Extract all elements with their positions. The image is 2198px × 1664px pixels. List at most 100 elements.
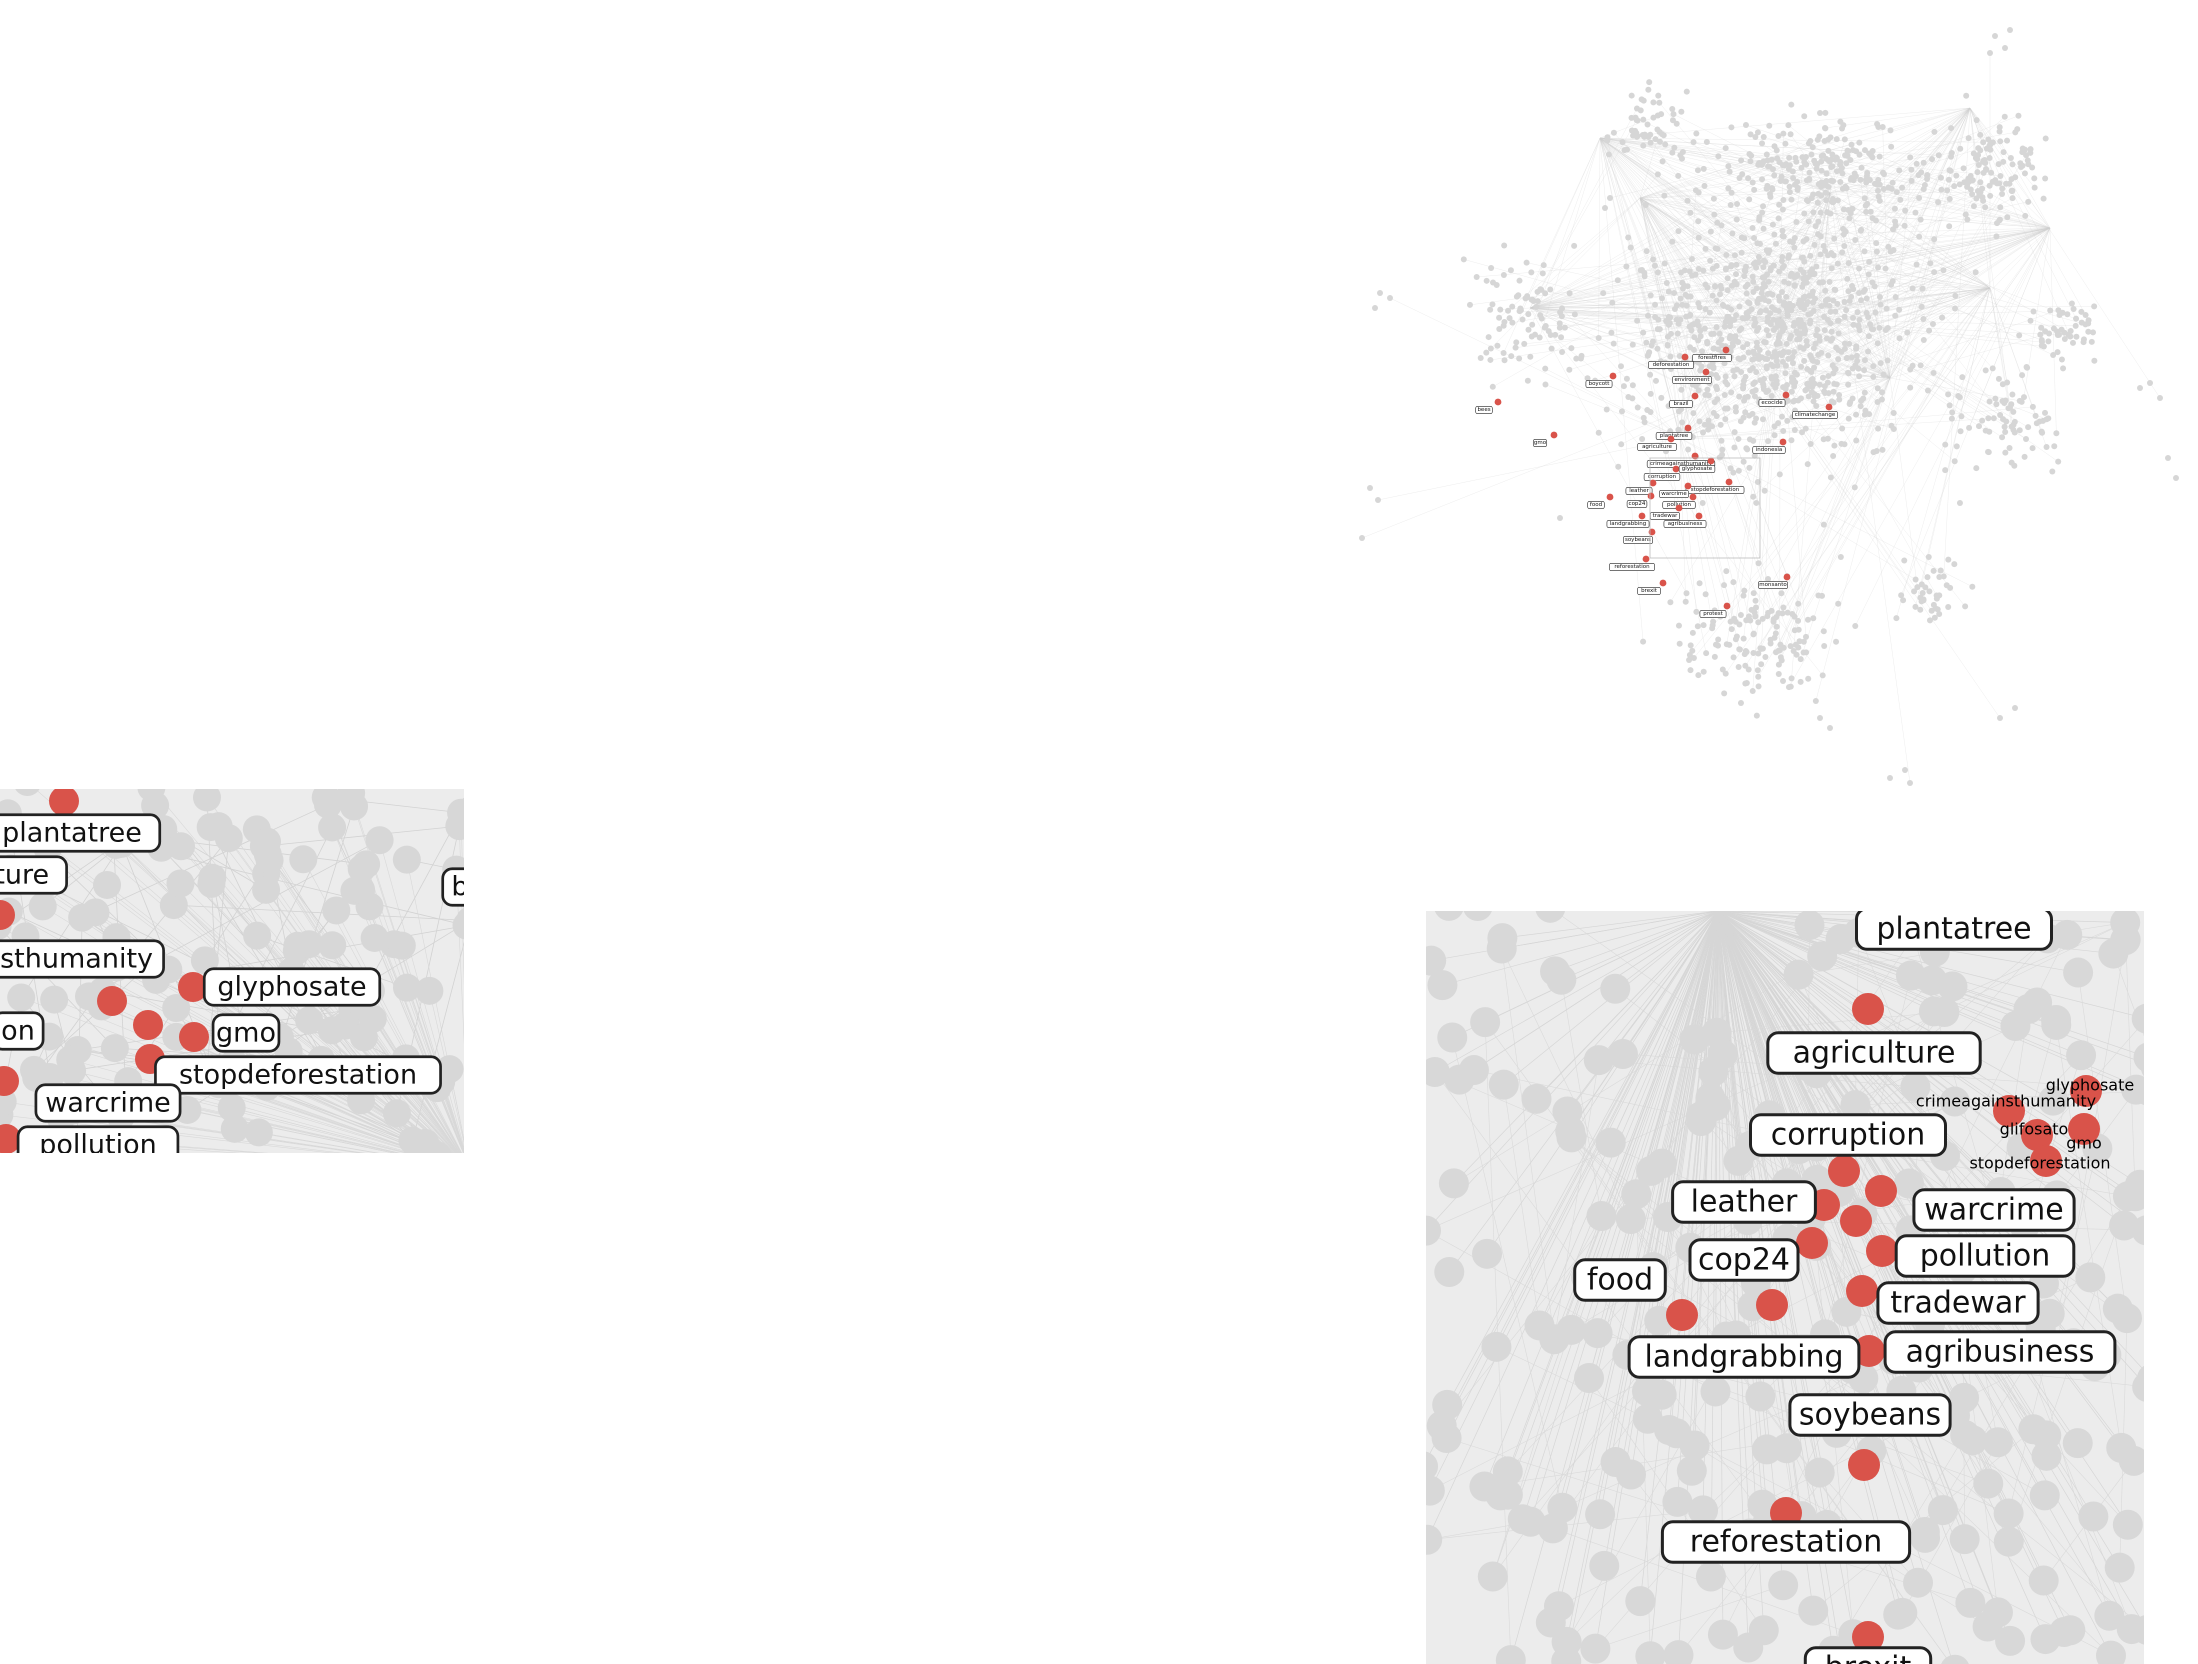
- graph-node: [1771, 306, 1778, 313]
- graph-node: [1828, 156, 1835, 163]
- graph-node: [1945, 176, 1952, 183]
- graph-node: [1763, 151, 1770, 158]
- graph-node: [2000, 158, 2007, 165]
- graph-node: [1671, 305, 1678, 312]
- graph-node: [1956, 394, 1963, 401]
- graph-node: [56, 1045, 85, 1074]
- graph-node: [1835, 330, 1842, 337]
- graph-node: [2073, 315, 2080, 322]
- graph-node: [1709, 292, 1716, 299]
- graph-node: [1846, 215, 1853, 222]
- graph-node: [1904, 329, 1911, 336]
- graph-node: [1540, 262, 1547, 269]
- graph-node: [252, 875, 281, 904]
- graph-node: [1863, 295, 1870, 302]
- graph-node: [1791, 369, 1798, 376]
- graph-node: [1999, 381, 2006, 388]
- graph-node: [2040, 195, 2047, 202]
- graph-node: [295, 1006, 324, 1035]
- graph-node: [1985, 136, 1992, 143]
- graph-node: [2024, 364, 2031, 371]
- label-box: [1788, 1393, 1952, 1437]
- graph-node: [1516, 355, 1523, 362]
- graph-node: [1788, 332, 1795, 339]
- graph-node: [1779, 206, 1786, 213]
- graph-node: [1908, 166, 1915, 173]
- graph-node: [1686, 1105, 1717, 1136]
- graph-node: [1534, 298, 1541, 305]
- graph-node: [1618, 441, 1625, 448]
- graph-node: [1647, 371, 1654, 378]
- graph-node: [1686, 312, 1693, 319]
- node-label-text: bees: [1477, 407, 1490, 413]
- overview-node-label-6: climatechange: [1792, 410, 1838, 420]
- graph-node: [1625, 234, 1632, 241]
- graph-node: [1930, 567, 1937, 574]
- graph-node: [1535, 911, 1565, 923]
- graph-node: [1615, 463, 1622, 470]
- label-box: [1803, 1646, 1933, 1664]
- label-box: [1912, 1188, 2076, 1232]
- graph-node: [1926, 327, 1933, 334]
- graph-node: [1833, 136, 1840, 143]
- graph-node: [1752, 613, 1759, 620]
- graph-node: [1595, 1127, 1626, 1158]
- graph-node: [1648, 342, 1655, 349]
- graph-node: [1728, 626, 1735, 633]
- graph-node: [1999, 191, 2006, 198]
- highlighted-node: [1782, 391, 1790, 399]
- graph-node: [1547, 286, 1554, 293]
- graph-node: [1865, 271, 1872, 278]
- graph-node: [2085, 328, 2092, 335]
- graph-node: [1915, 172, 1922, 179]
- graph-node: [2038, 324, 2045, 331]
- node-label-text: cop24: [1698, 1243, 1790, 1278]
- graph-node: [1633, 130, 1640, 137]
- graph-node: [1815, 190, 1822, 197]
- graph-node: [1688, 1495, 1719, 1526]
- highlighted-node: [0, 1066, 19, 1096]
- graph-node: [1930, 369, 1937, 376]
- graph-node: [1770, 381, 1777, 388]
- graph-node: [1705, 417, 1712, 424]
- graph-node: [1760, 381, 1767, 388]
- graph-node: [1713, 324, 1720, 331]
- graph-node: [2094, 1600, 2125, 1631]
- graph-node: [1727, 201, 1734, 208]
- graph-node: [1516, 277, 1523, 284]
- overview-node-label-18: cop24: [1626, 499, 1648, 509]
- graph-node: [1986, 154, 1993, 161]
- graph-node: [1674, 330, 1681, 337]
- graph-node: [1874, 340, 1881, 347]
- graph-node: [1728, 124, 1735, 131]
- graph-node: [1913, 261, 1920, 268]
- label-box: [1672, 375, 1712, 385]
- graph-node: [1647, 139, 1654, 146]
- graph-node: [1802, 425, 1809, 432]
- graph-node: [1889, 179, 1896, 186]
- zoom-right-plain-label-3: gmo: [2066, 1134, 2102, 1153]
- graph-node: [1774, 155, 1781, 162]
- graph-node: [1524, 377, 1531, 384]
- graph-node: [1489, 383, 1496, 390]
- highlighted-node: [1649, 479, 1657, 487]
- graph-node: [2012, 174, 2019, 181]
- graph-node: [1723, 265, 1730, 272]
- node-label-text: cop24: [1629, 501, 1646, 507]
- label-box: [1606, 519, 1650, 529]
- graph-node: [1936, 610, 1943, 617]
- graph-node: [1896, 306, 1903, 313]
- graph-node: [1755, 560, 1762, 567]
- node-label-text: warcrime: [45, 1088, 171, 1119]
- graph-node: [1721, 391, 1728, 398]
- graph-node: [1740, 458, 1747, 465]
- graph-node: [2002, 45, 2008, 51]
- graph-node: [1509, 303, 1516, 310]
- graph-node: [1760, 203, 1767, 210]
- graph-node: [1800, 294, 1807, 301]
- graph-node: [1760, 133, 1767, 140]
- graph-node: [1887, 775, 1893, 781]
- graph-node: [1629, 341, 1636, 348]
- graph-node: [1999, 185, 2006, 192]
- graph-node: [1719, 446, 1726, 453]
